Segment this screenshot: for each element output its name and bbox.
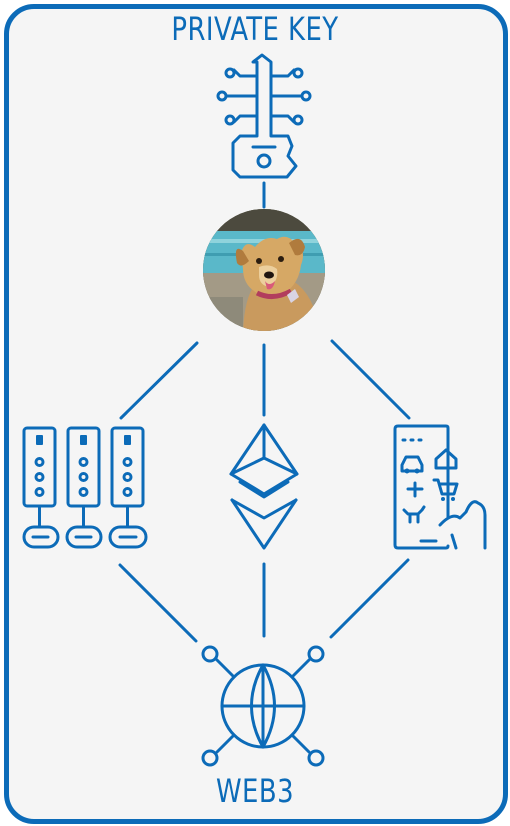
connector-avatar-servers (119, 341, 199, 420)
private-key-title: PRIVATE KEY (171, 10, 339, 48)
connector-lines (118, 181, 411, 643)
connector-avatar-mobile (330, 339, 411, 420)
globe-network-icon (201, 645, 325, 767)
mobile-app-icon (393, 424, 487, 550)
server-blockchain-icon (22, 426, 148, 549)
diagram-card (4, 4, 508, 824)
ethereum-icon (229, 423, 299, 550)
connector-mobile-web3 (329, 558, 410, 639)
connector-servers-web3 (118, 563, 198, 643)
key-circuit-icon (216, 53, 312, 179)
web3-label: WEB3 (215, 772, 295, 810)
dog-photo-illustration (203, 209, 325, 331)
dog-avatar (203, 209, 325, 331)
